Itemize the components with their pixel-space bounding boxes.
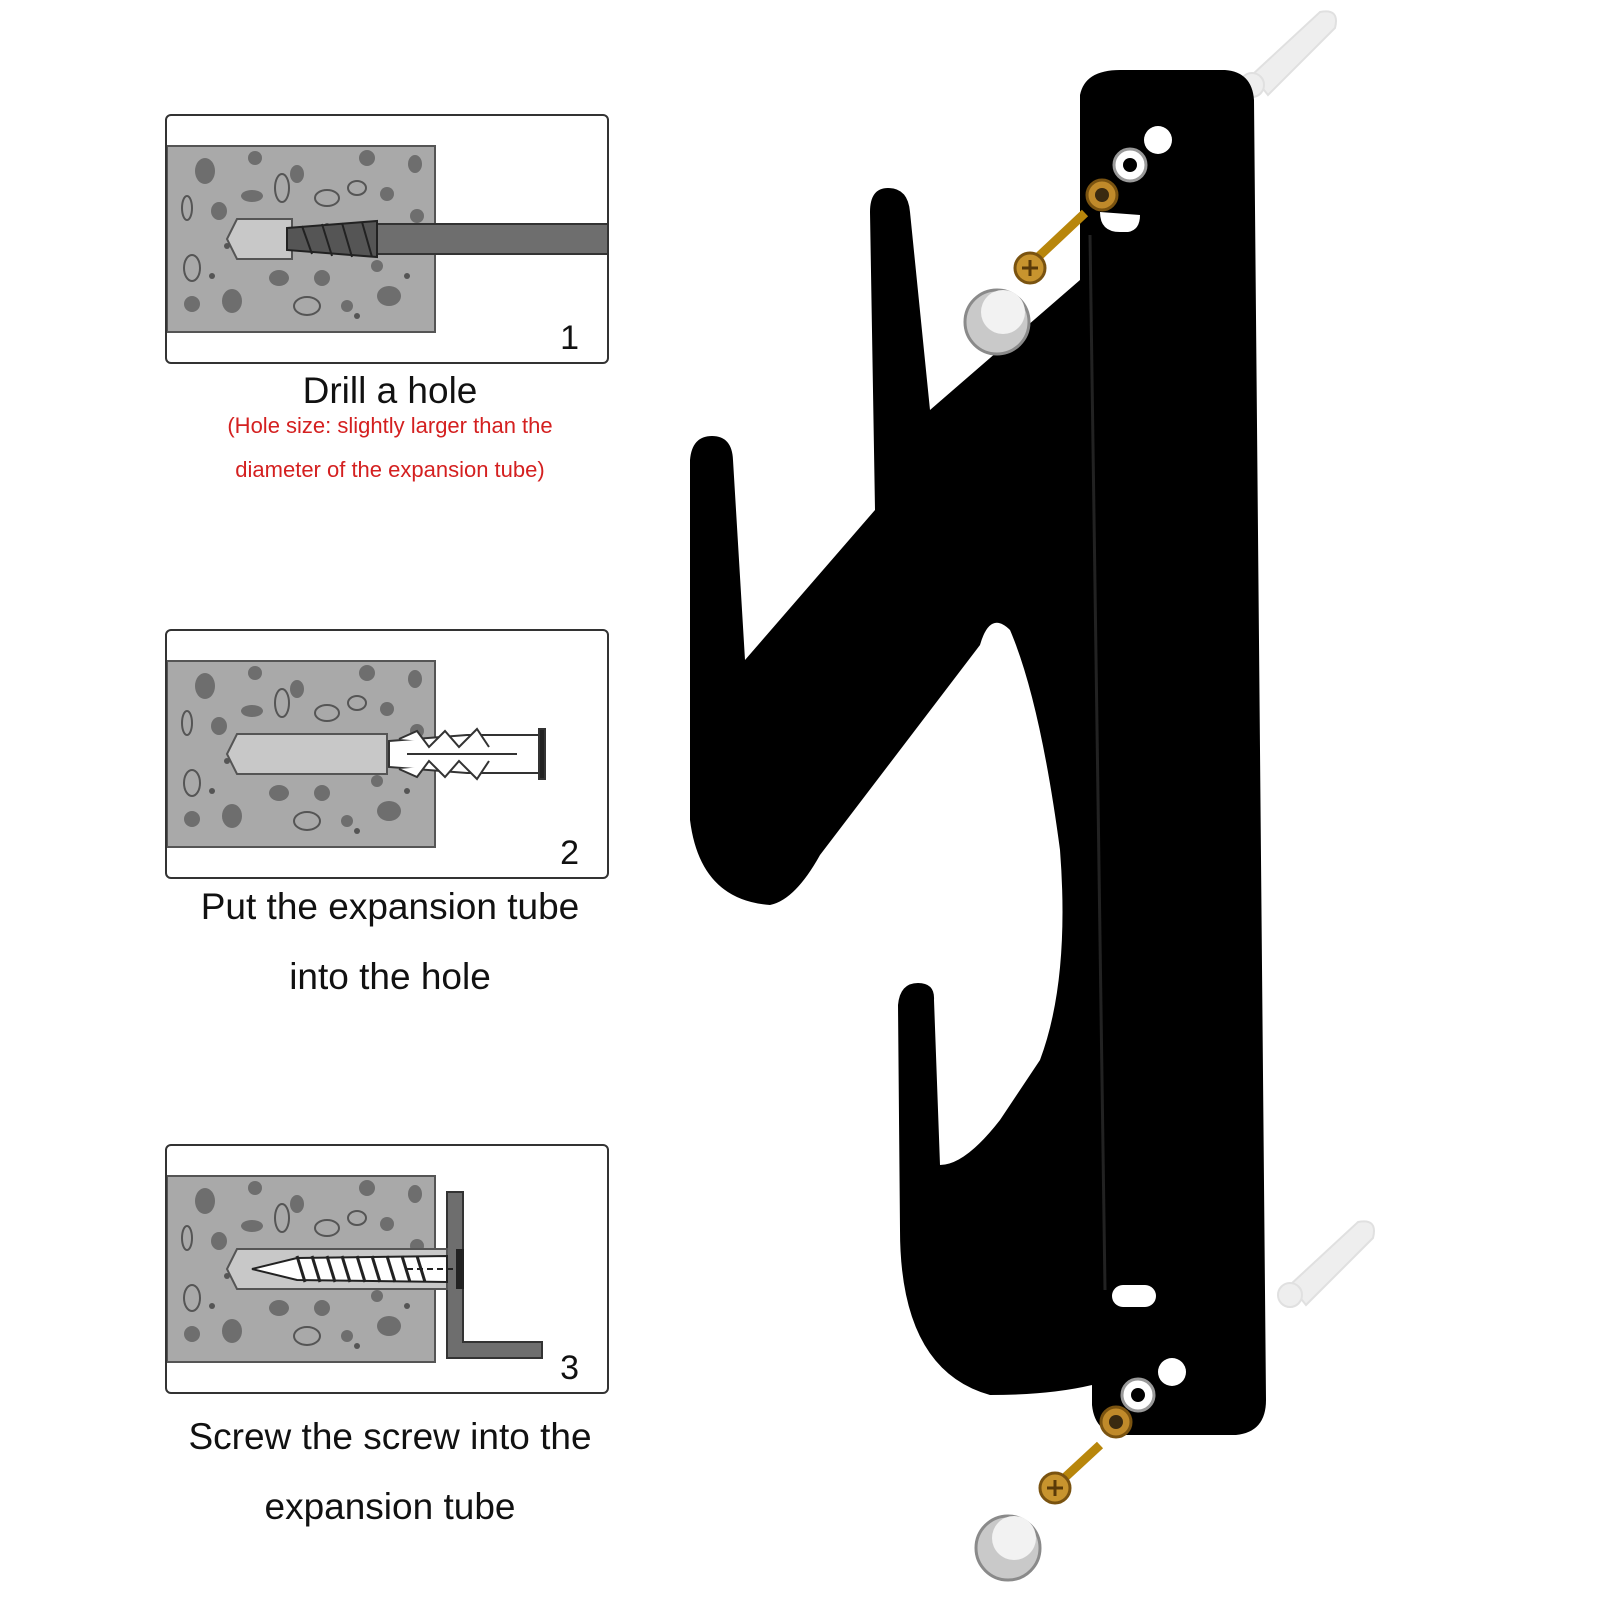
step-2-caption-line-1: Put the expansion tube	[200, 886, 580, 927]
step-2-panel: 2	[165, 629, 609, 879]
step-1-panel: 1	[165, 114, 609, 364]
bracket-plate-icon	[446, 1191, 543, 1359]
expansion-tube-illustration	[167, 660, 546, 848]
step-3-panel: 3	[165, 1144, 609, 1394]
washer-icon	[1085, 147, 1156, 1439]
drill-illustration	[167, 145, 607, 333]
step-number: 1	[560, 319, 579, 357]
mounting-hole-icon	[1100, 126, 1186, 1386]
step-number: 3	[560, 1349, 579, 1387]
hook-body	[690, 70, 1266, 1435]
screw-illustration	[167, 1175, 543, 1363]
decorative-cap-icon	[963, 288, 1042, 1582]
step-number: 2	[560, 834, 579, 872]
step-3-caption-line-1: Screw the screw into the	[188, 1416, 592, 1457]
step-1-note-line-2: diameter of the expansion tube)	[235, 457, 545, 482]
expansion-tube-icon	[388, 727, 546, 781]
screw-icon	[1013, 209, 1104, 1505]
double-hook-product	[690, 10, 1375, 1582]
step-1-caption: Drill a hole	[302, 370, 478, 411]
screw-icon	[251, 1249, 464, 1289]
step-2-caption-line-2: into the hole	[289, 956, 491, 997]
step-3-caption-line-2: expansion tube	[264, 1486, 516, 1527]
step-1-note-line-1: (Hole size: slightly larger than the	[227, 413, 553, 438]
